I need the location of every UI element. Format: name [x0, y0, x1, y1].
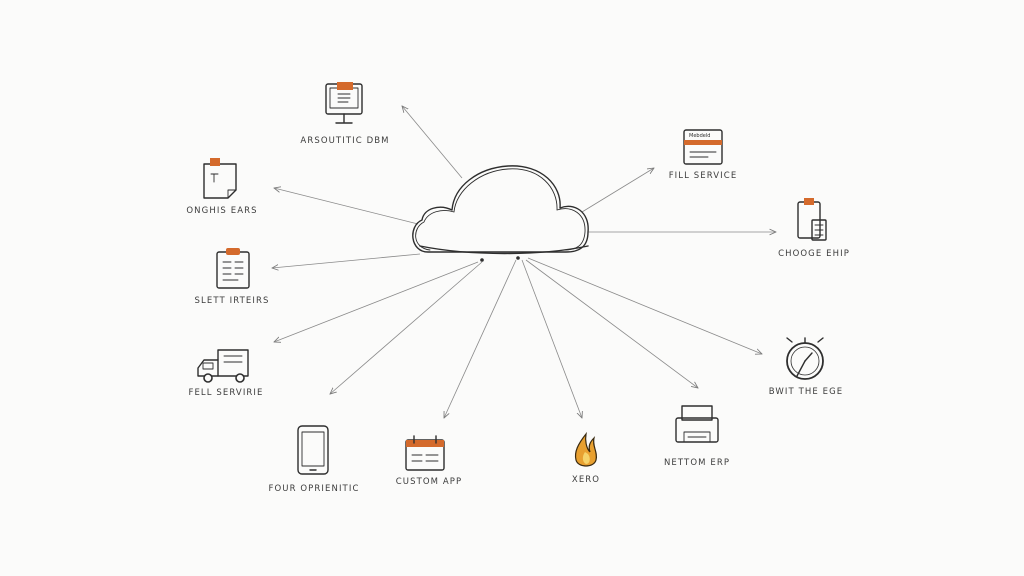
arrow-xero: [521, 259, 582, 418]
arrow-fill-service: [581, 168, 654, 213]
delivery-truck-icon: [197, 349, 249, 383]
calendar-icon: [405, 435, 445, 471]
monitor-icon: [325, 82, 363, 124]
label-custom-app: CUSTOM APP: [396, 477, 463, 487]
label-xero: XERO: [572, 475, 600, 485]
label-fill-service: FILL SERVICE: [669, 171, 738, 181]
tablet-icon: [297, 425, 329, 475]
printer-icon: [675, 405, 719, 443]
label-bwit-the-ege: BWIT THE EGE: [769, 387, 844, 397]
label-nettom-erp: NETTOM ERP: [664, 458, 730, 468]
arrow-four-oprienitic: [330, 261, 483, 394]
node-labels: ARSOUTITIC DBM ONGHIS EARS SLETT IRTEIRS…: [186, 136, 850, 494]
calculator-icon: [797, 198, 827, 241]
arrow-slett-irteirs: [272, 253, 421, 268]
label-arsoutitic-dbm: ARSOUTITIC DBM: [300, 136, 389, 146]
arrow-fell-servirie: [274, 261, 479, 342]
arrow-arsoutitic-dbm: [402, 106, 463, 179]
browser-window-icon: Mebdeld: [683, 129, 723, 165]
arrow-custom-app: [444, 259, 517, 418]
label-fell-servirie: FELL SERVIRIE: [188, 388, 263, 398]
cloud-icon: [412, 165, 589, 262]
connector-arrows: [272, 106, 776, 418]
arrow-bwit-the-ege: [527, 257, 762, 354]
stopwatch-icon: [786, 337, 824, 380]
clipboard-icon: [216, 248, 250, 289]
flame-icon: [574, 431, 598, 467]
arrow-onghis-ears: [274, 188, 419, 225]
sticky-note-icon: [203, 158, 237, 199]
label-four-oprienitic: FOUR OPRIENITIC: [268, 484, 359, 494]
arrow-nettom-erp: [525, 259, 698, 388]
browser-window-title: Mebdeld: [689, 133, 710, 139]
label-chooge-ehip: CHOOGE EHIP: [778, 249, 850, 259]
label-slett-irteirs: SLETT IRTEIRS: [195, 296, 270, 306]
label-onghis-ears: ONGHIS EARS: [186, 206, 257, 216]
